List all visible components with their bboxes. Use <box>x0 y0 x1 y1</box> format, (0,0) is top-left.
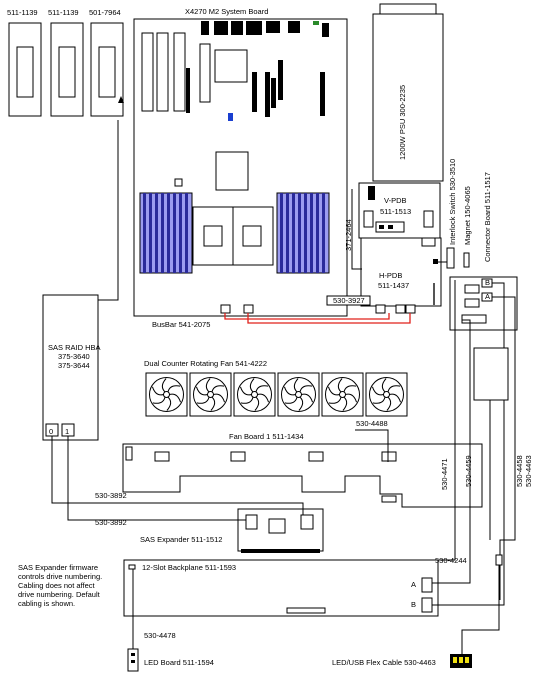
fan-module <box>365 372 408 417</box>
h-pdb-name: H-PDB <box>379 271 402 280</box>
fan-module <box>277 372 320 417</box>
flex-cable-label: LED/USB Flex Cable 530-4463 <box>332 658 436 667</box>
backplane-label: 12-Slot Backplane 511-1593 <box>142 563 236 572</box>
cable-371-2464-label: 371-2464 <box>344 219 353 251</box>
sas-hba-line2: 375-3640 <box>58 352 90 361</box>
cable-530-3892-a-label: 530-3892 <box>95 491 127 500</box>
pcie-card-1: 511-1139 <box>7 8 42 117</box>
cable-530-3927-label: 530-3927 <box>333 296 365 305</box>
card-to-hba-cable <box>98 120 119 301</box>
svg-text:cabling is shown.: cabling is shown. <box>18 599 75 608</box>
cable-530-4459 <box>432 319 471 584</box>
magnet: Magnet 150-4065 <box>463 186 472 268</box>
cable-530-4463-label: 530-4463 <box>524 455 533 487</box>
cable-530-4458 <box>432 282 505 606</box>
svg-text:controls drive numbering.: controls drive numbering. <box>18 572 102 581</box>
fan-assembly-label: Dual Counter Rotating Fan 541-4222 <box>144 359 267 368</box>
sas-hba-line1: SAS RAID HBA <box>48 343 101 352</box>
cable-530-3892-a <box>51 436 304 515</box>
svg-text:Cabling does not affect: Cabling does not affect <box>18 581 95 590</box>
cable-530-3892-b-label: 530-3892 <box>95 518 127 527</box>
svg-text:A: A <box>485 292 490 301</box>
fan-board: Fan Board 1 511-1434 <box>122 432 483 508</box>
magnet-label: Magnet 150-4065 <box>463 186 472 245</box>
hba-port-0: 0 <box>49 427 53 436</box>
svg-text:B: B <box>485 278 490 287</box>
pcie-card-2-label: 511-1139 <box>48 8 79 17</box>
sas-expander: SAS Expander 511-1512 <box>140 508 324 553</box>
pcie-card-2: 511-1139 <box>48 8 84 117</box>
h-pdb: H-PDB 511-1437 <box>360 237 442 307</box>
hba-port-1: 1 <box>65 427 69 436</box>
v-pdb-name: V-PDB <box>384 196 407 205</box>
flex-cable: LED/USB Flex Cable 530-4463 <box>332 654 472 668</box>
cable-530-4478-label: 530-4478 <box>144 631 176 640</box>
h-pdb-part: 511-1437 <box>378 281 409 290</box>
fan-board-label: Fan Board 1 511-1434 <box>229 432 304 441</box>
backplane: 12-Slot Backplane 511-1593 A B <box>123 559 439 617</box>
pcie-card-1-label: 511-1139 <box>7 8 38 17</box>
cable-530-4471 <box>438 280 456 561</box>
cable-530-4459-label: 530-4459 <box>464 455 473 487</box>
connector-board-label: Connector Board 511-1517 <box>483 172 492 262</box>
system-board-label: X4270 M2 System Board <box>185 7 268 16</box>
cable-530-4471-label: 530-4471 <box>440 458 449 490</box>
power-supply-label: 1200W PSU 300-2235 <box>398 85 407 160</box>
connector-board: B A <box>449 276 518 331</box>
backplane-port-b: B <box>411 600 416 609</box>
fan-module <box>321 372 364 417</box>
led-board-label: LED Board 511-1594 <box>144 658 214 667</box>
system-board: X4270 M2 System Board <box>133 7 348 317</box>
dimm-bank-left <box>139 192 193 274</box>
sas-hba-line3: 375-3644 <box>58 361 90 370</box>
power-supply: 1200W PSU 300-2235 <box>372 3 444 182</box>
sas-hba: SAS RAID HBA 375-3640 375-3644 0 1 <box>42 294 101 441</box>
sas-expander-label: SAS Expander 511-1512 <box>140 535 222 544</box>
led-board: LED Board 511-1594 <box>127 648 214 672</box>
fan-assembly <box>145 372 408 417</box>
fan-module <box>189 372 232 417</box>
cable-530-4244-label: 530-4244 <box>435 556 467 565</box>
fan-module <box>233 372 276 417</box>
v-pdb: V-PDB 511-1513 <box>358 182 441 239</box>
interlock-switch: Interlock Switch 530-3510 <box>446 159 457 269</box>
cable-530-3892-b <box>67 436 246 521</box>
interlock-switch-label: Interlock Switch 530-3510 <box>448 159 457 245</box>
dimm-bank-right <box>276 192 330 274</box>
firmware-note: SAS Expander firmware controls drive num… <box>18 563 102 608</box>
cable-530-4488-label: 530-4488 <box>356 419 388 428</box>
cable-371-2464 <box>351 189 362 270</box>
busbar: BusBar 541-2075 <box>152 304 416 329</box>
pcie-card-3-label: 501-7964 <box>89 8 121 17</box>
pcie-card-3: 501-7964 <box>89 8 124 117</box>
svg-text:drive numbering. Default: drive numbering. Default <box>18 590 101 599</box>
backplane-port-a: A <box>411 580 416 589</box>
cable-530-4488 <box>355 429 389 462</box>
fan-module <box>145 372 188 417</box>
busbar-label: BusBar 541-2075 <box>152 320 210 329</box>
svg-text:SAS Expander firmware: SAS Expander firmware <box>18 563 98 572</box>
cable-530-4458-label: 530-4458 <box>515 455 524 487</box>
v-pdb-part: 511-1513 <box>380 207 411 216</box>
